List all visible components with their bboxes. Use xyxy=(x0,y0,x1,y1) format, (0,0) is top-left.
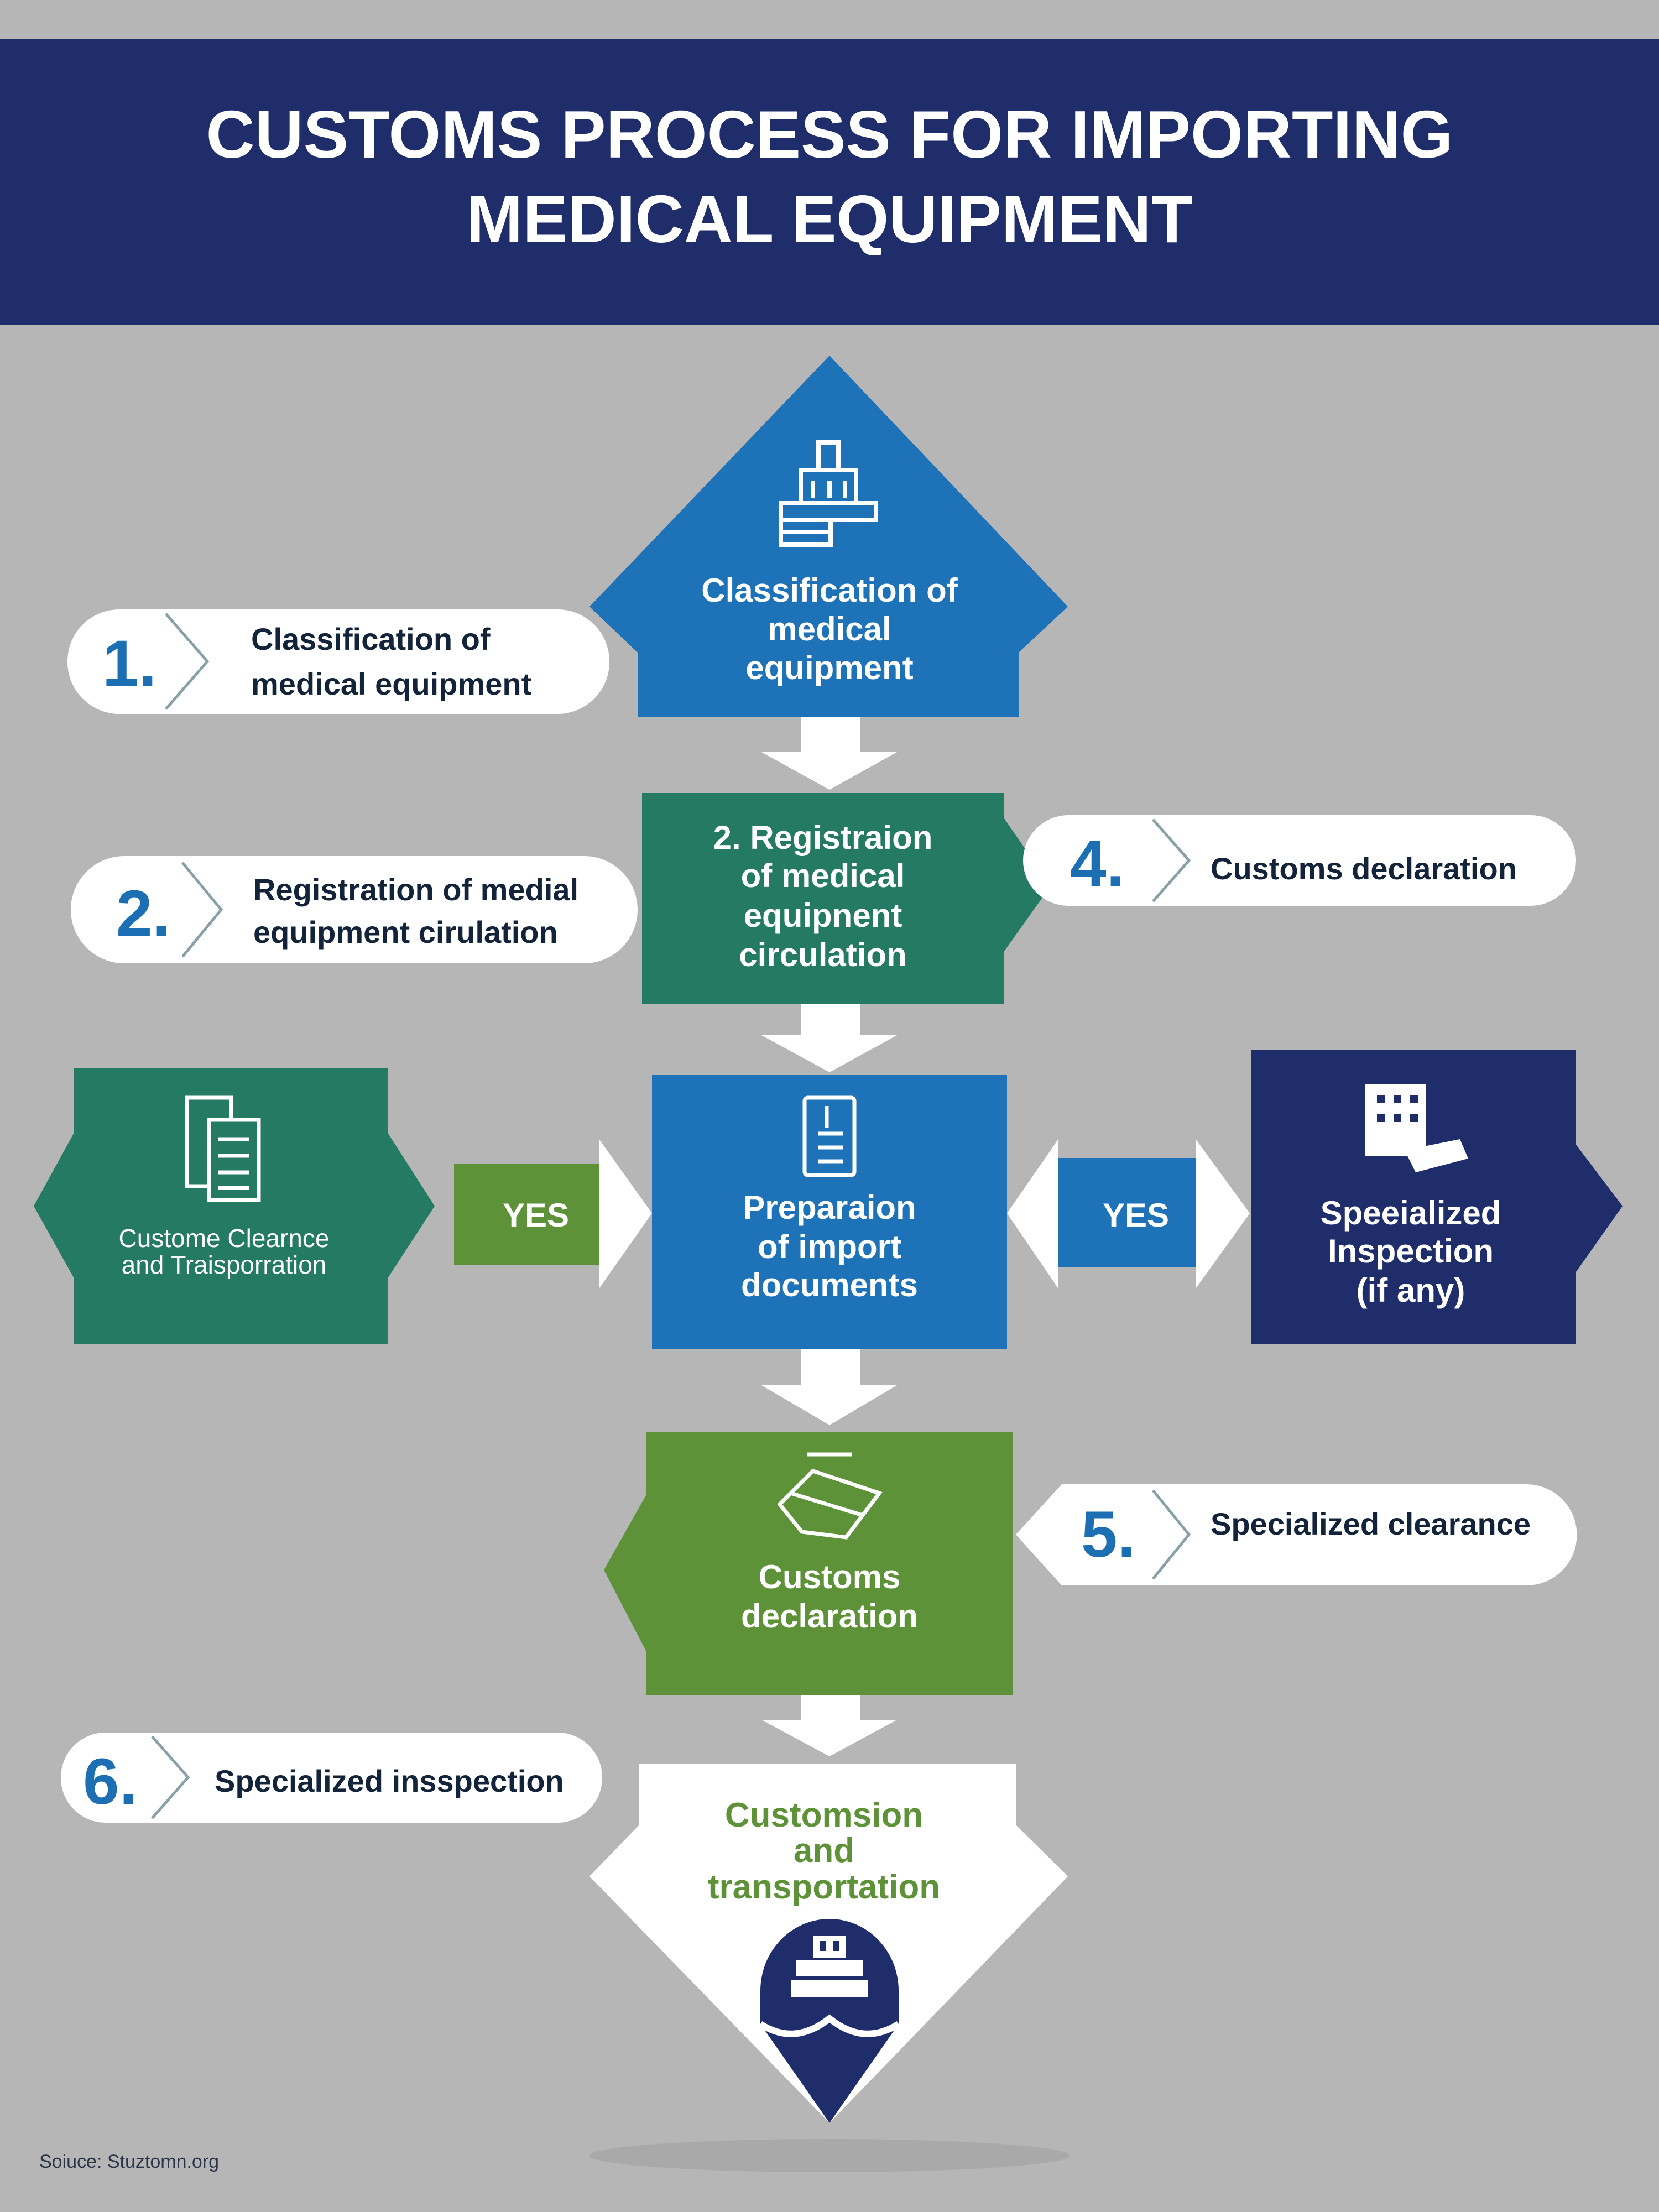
building-inspection-icon xyxy=(1365,1084,1468,1172)
chevron-icon xyxy=(165,613,210,710)
title-line-1: CUSTOMS PROCESS FOR IMPORTING xyxy=(206,97,1453,172)
document-icon xyxy=(802,1095,857,1177)
source-credit: Soiuce: Stuztomn.org xyxy=(39,2151,219,2172)
arrow-down-2 xyxy=(761,979,897,1072)
classification-line-2: medical xyxy=(768,611,891,648)
registration-line-2: of medical xyxy=(741,857,905,894)
step-4-line-1: Customs declaration xyxy=(1211,851,1517,886)
declaration-box: Customs declaration xyxy=(604,1432,1013,1695)
preparation-box: Preparaion of import documents xyxy=(652,1075,1007,1349)
inspection-line-3: (if any) xyxy=(1357,1272,1465,1309)
yes-left-label: YES xyxy=(503,1197,569,1234)
building-icon xyxy=(779,440,878,547)
step-5-number: 5. xyxy=(1081,1498,1135,1571)
clearance-line-2: and Traisporration xyxy=(122,1250,327,1279)
declaration-line-1: Customs xyxy=(759,1558,901,1595)
step-2-number: 2. xyxy=(116,877,170,950)
title-line-2: MEDICAL EQUIPMENT xyxy=(467,181,1193,257)
final-line-1: Customsion xyxy=(725,1796,923,1834)
step-1-line-2: medical equipment xyxy=(251,666,531,701)
step-2-pill: 2. Registration of medial equipment ciru… xyxy=(71,856,638,963)
step-6-line-1: Specialized insspection xyxy=(215,1764,564,1798)
declaration-line-2: declaration xyxy=(741,1598,918,1635)
step-1-pill: 1. Classification of medical equipment xyxy=(67,609,609,714)
inspection-line-1: Speeialized xyxy=(1321,1194,1501,1232)
preparation-line-1: Preparaion xyxy=(743,1189,916,1226)
registration-line-4: circulation xyxy=(739,936,906,973)
registration-box: 2. Registraion of medical equipnent circ… xyxy=(642,793,1051,1004)
inspection-line-2: Inspection xyxy=(1328,1233,1494,1270)
classification-box: Classification of medical equipment xyxy=(589,356,1068,717)
clearance-line-1: Custome Clearnce xyxy=(119,1224,330,1253)
arrow-down-3 xyxy=(761,1322,897,1425)
step-4-number: 4. xyxy=(1070,827,1124,900)
classification-line-1: Classification of xyxy=(701,572,958,609)
step-2-line-1: Registration of medial xyxy=(253,872,578,907)
chevron-icon xyxy=(1152,1489,1191,1580)
arrow-down-4 xyxy=(761,1659,897,1756)
handshake-icon xyxy=(777,1452,883,1540)
shadow xyxy=(589,2139,1070,2172)
step-6-pill: 6. Specialized insspection xyxy=(61,1733,602,1823)
step-1-number: 1. xyxy=(102,627,156,700)
registration-line-1: 2. Registraion xyxy=(713,819,933,856)
inspection-box: Speeialized Inspection (if any) xyxy=(1251,1050,1623,1344)
final-transport-box: Customsion and transportation xyxy=(589,1764,1068,2123)
chevron-icon xyxy=(151,1735,190,1819)
ship-icon xyxy=(758,1919,901,2123)
chevron-icon xyxy=(1152,818,1191,902)
documents-icon xyxy=(185,1095,261,1202)
final-line-2: and xyxy=(794,1832,854,1870)
clearance-box: Custome Clearnce and Traisporration xyxy=(34,1068,435,1344)
arrow-down-1 xyxy=(761,717,897,790)
chevron-icon xyxy=(181,862,223,958)
yes-left-connector: YES xyxy=(454,1140,652,1288)
step-5-pill: 5. Specialized clearance xyxy=(1016,1484,1577,1585)
step-5-line-1: Specialized clearance xyxy=(1211,1506,1531,1541)
yes-right-label: YES xyxy=(1103,1197,1169,1234)
step-2-line-2: equipment cirulation xyxy=(253,915,558,950)
preparation-line-3: documents xyxy=(741,1266,918,1303)
step-6-number: 6. xyxy=(83,1745,137,1818)
registration-line-3: equipnent xyxy=(744,897,902,934)
classification-line-3: equipment xyxy=(745,649,913,686)
yes-right-connector: YES xyxy=(1007,1140,1250,1288)
step-4-pill: 4. Customs declaration xyxy=(1023,815,1576,906)
final-line-3: transportation xyxy=(708,1868,940,1906)
preparation-line-2: of import xyxy=(758,1228,901,1265)
header-banner: CUSTOMS PROCESS FOR IMPORTING MEDICAL EQ… xyxy=(0,39,1659,325)
step-1-line-1: Classification of xyxy=(251,622,491,656)
